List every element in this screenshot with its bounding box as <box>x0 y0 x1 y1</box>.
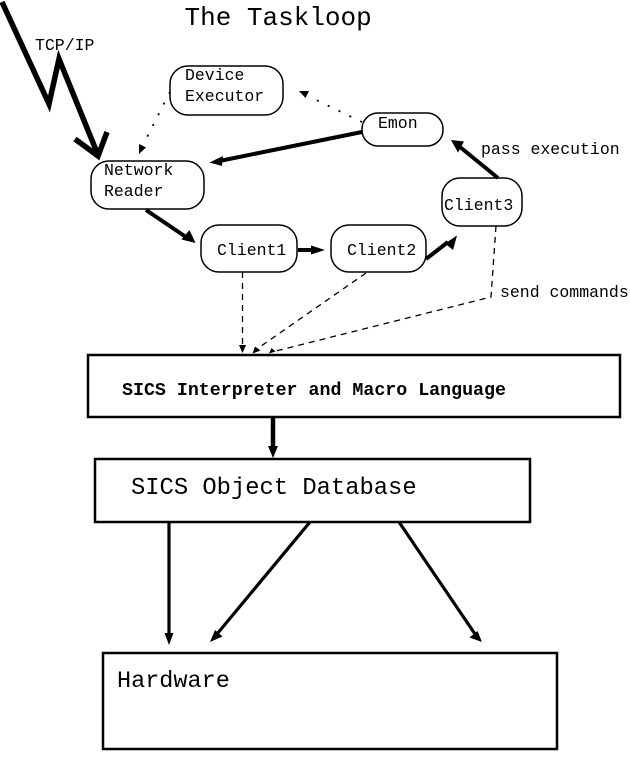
svg-text:TCP/IP: TCP/IP <box>35 36 95 55</box>
svg-text:SICS Interpreter and Macro Lan: SICS Interpreter and Macro Language <box>122 381 506 401</box>
svg-text:SICS Object Database: SICS Object Database <box>131 475 417 502</box>
svg-text:Client2: Client2 <box>347 241 416 260</box>
svg-text:Hardware: Hardware <box>117 668 230 695</box>
svg-text:Executor: Executor <box>185 87 264 106</box>
svg-text:The Taskloop: The Taskloop <box>185 3 372 33</box>
svg-text:send commands: send commands <box>500 283 629 302</box>
svg-text:Device: Device <box>185 66 244 85</box>
svg-text:Network: Network <box>104 161 173 180</box>
svg-text:Reader: Reader <box>104 182 163 201</box>
svg-text:Client1: Client1 <box>217 241 286 260</box>
svg-text:Client3: Client3 <box>444 196 513 215</box>
svg-text:Emon: Emon <box>378 114 418 133</box>
svg-text:pass execution: pass execution <box>481 140 620 159</box>
